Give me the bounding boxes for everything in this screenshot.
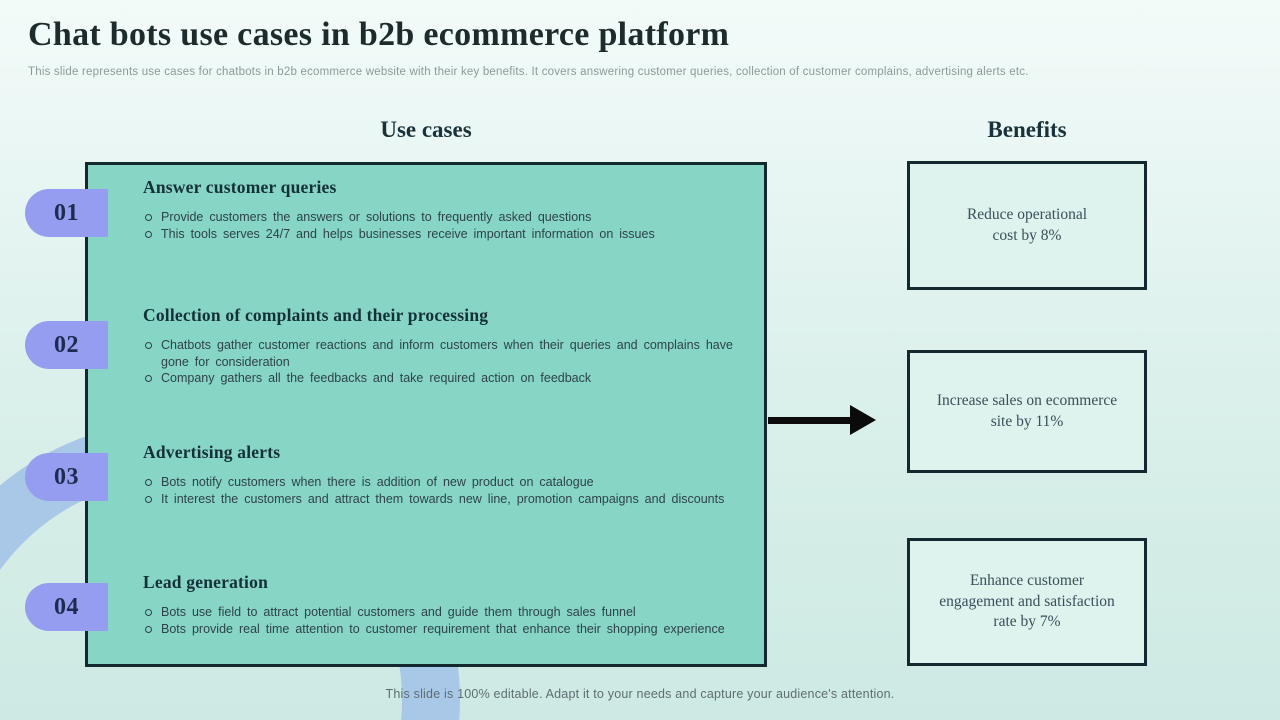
use-case-section-2: Collection of complaints and their proce… <box>143 305 757 387</box>
use-cases-panel: Answer customer queries Provide customer… <box>85 162 767 667</box>
number-badge-04: 04 <box>25 583 108 631</box>
column-header-use-cases: Use cases <box>380 117 472 142</box>
column-header-benefits: Benefits <box>987 117 1067 142</box>
use-case-bullet: It interest the customers and attract th… <box>143 491 757 508</box>
benefit-card-1: Reduce operational cost by 8% <box>907 161 1147 290</box>
slide-subtitle: This slide represents use cases for chat… <box>28 66 1029 78</box>
use-case-title: Answer customer queries <box>143 177 337 197</box>
use-case-bullet: Provide customers the answers or solutio… <box>143 209 757 226</box>
footer-note: This slide is 100% editable. Adapt it to… <box>385 687 895 701</box>
flow-arrow-head-icon <box>850 405 876 435</box>
number-badge-01: 01 <box>25 189 108 237</box>
use-case-bullet: Bots use field to attract potential cust… <box>143 604 757 621</box>
use-case-section-4: Lead generation Bots use field to attrac… <box>143 572 757 637</box>
use-case-bullet: Bots provide real time attention to cust… <box>143 621 757 638</box>
benefit-card-2: Increase sales on ecommerce site by 11% <box>907 350 1147 473</box>
use-case-section-3: Advertising alerts Bots notify customers… <box>143 442 757 507</box>
use-case-section-1: Answer customer queries Provide customer… <box>143 177 757 242</box>
flow-arrow-shaft <box>768 417 852 424</box>
benefit-card-3: Enhance customer engagement and satisfac… <box>907 538 1147 666</box>
use-case-title: Advertising alerts <box>143 442 281 462</box>
use-case-bullet: This tools serves 24/7 and helps busines… <box>143 226 757 243</box>
use-case-bullet: Chatbots gather customer reactions and i… <box>143 337 757 370</box>
slide-title: Chat bots use cases in b2b ecommerce pla… <box>28 16 730 53</box>
use-case-bullet: Company gathers all the feedbacks and ta… <box>143 370 757 387</box>
number-badge-02: 02 <box>25 321 108 369</box>
use-case-title: Collection of complaints and their proce… <box>143 305 489 325</box>
use-case-title: Lead generation <box>143 572 269 592</box>
number-badge-03: 03 <box>25 453 108 501</box>
use-case-bullet: Bots notify customers when there is addi… <box>143 474 757 491</box>
